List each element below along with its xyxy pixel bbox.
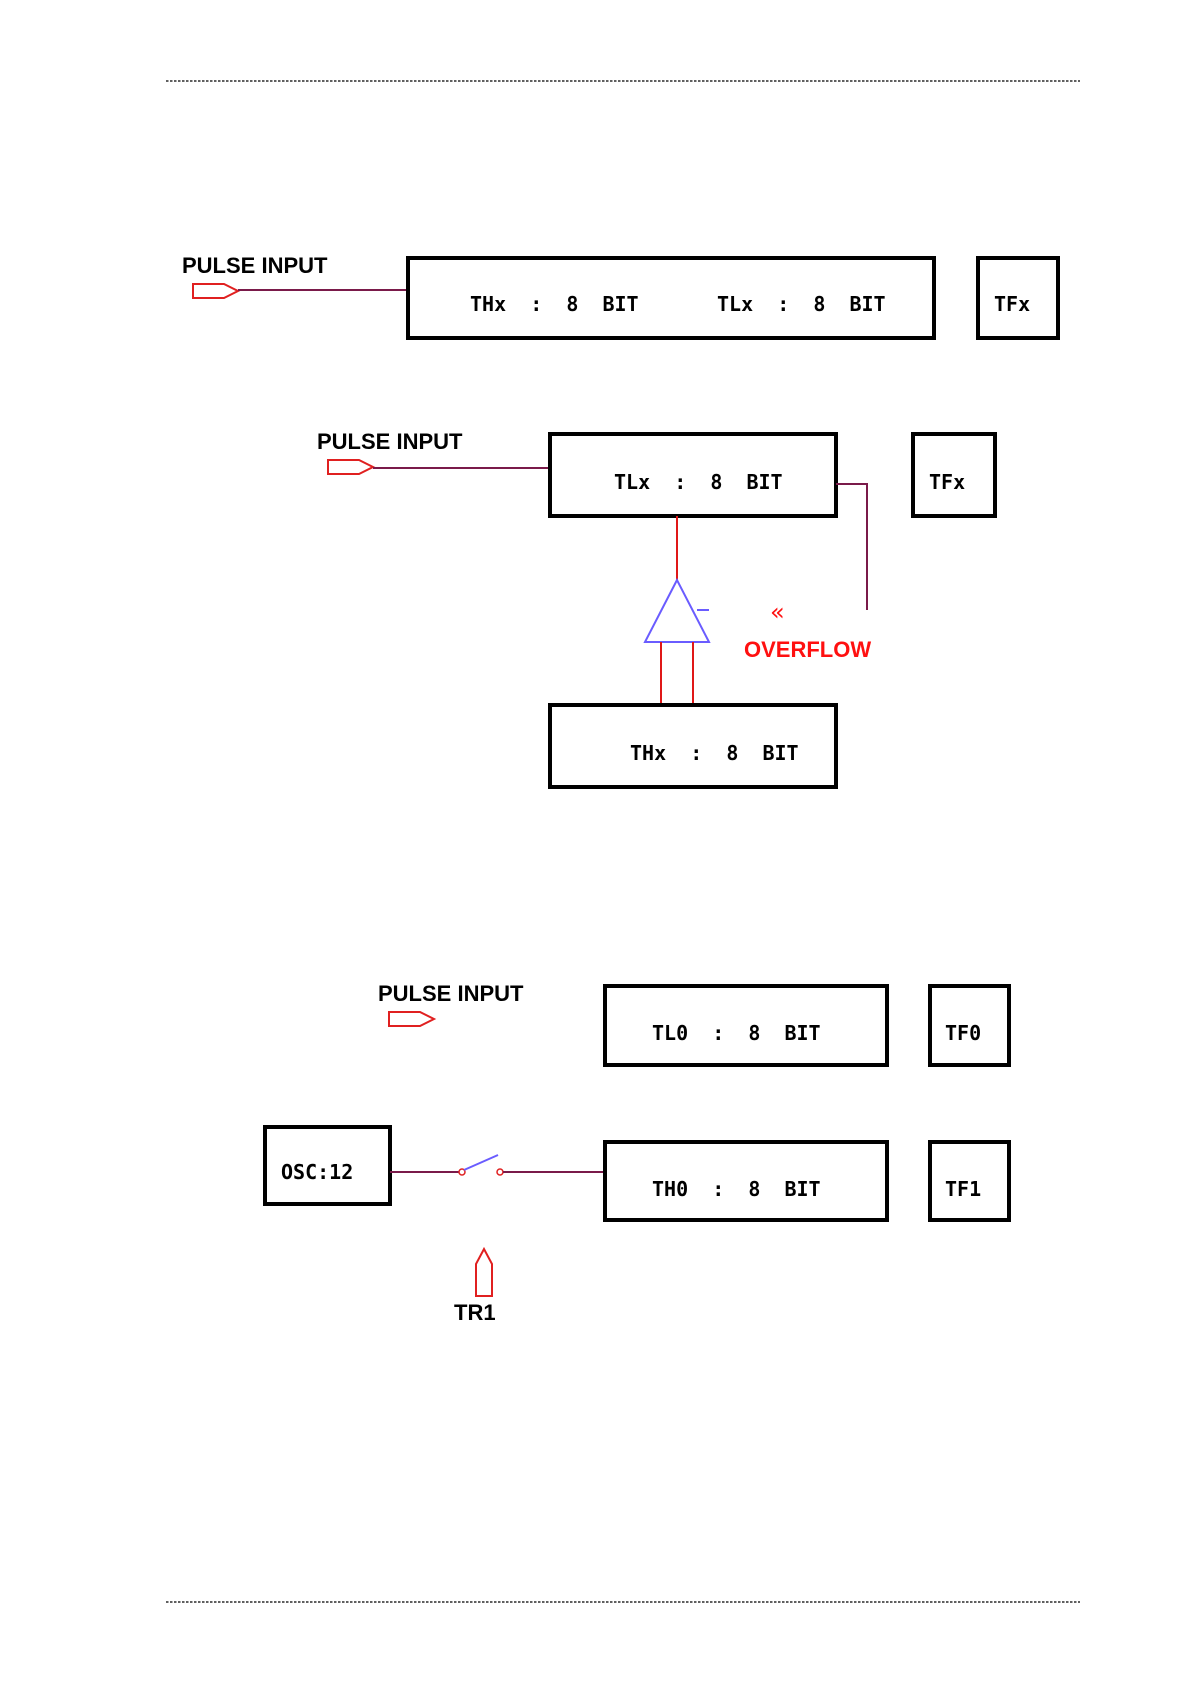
- fig2-timer-autoreload: PULSE INPUT TLx : 8 BIT TFx « OVERFLOW T…: [317, 429, 995, 787]
- fig1-timer-16bit: PULSE INPUT THx : 8 BIT TLx : 8 BIT TFx: [182, 253, 1058, 338]
- fig2-pulse-arrow-icon: [328, 460, 373, 474]
- fig2-pulse-input-label: PULSE INPUT: [317, 429, 463, 454]
- fig1-pulse-input-label: PULSE INPUT: [182, 253, 328, 278]
- fig3-tf1-label: TF1: [945, 1177, 981, 1201]
- fig3-timer-split: PULSE INPUT TL0 : 8 BIT TF0 OSC:12 TH0 :…: [265, 981, 1009, 1325]
- fig1-tl-label: TLx : 8 BIT: [717, 292, 886, 316]
- fig2-th-label: THx : 8 BIT: [630, 741, 799, 765]
- fig3-tr1-label: TR1: [454, 1300, 496, 1325]
- fig1-th-label: THx : 8 BIT: [470, 292, 639, 316]
- fig3-tl0-label: TL0 : 8 BIT: [652, 1021, 821, 1045]
- fig2-tl-label: TLx : 8 BIT: [614, 470, 783, 494]
- fig1-pulse-arrow-icon: [193, 284, 238, 298]
- fig3-th0-label: TH0 : 8 BIT: [652, 1177, 821, 1201]
- fig2-overflow-symbol: «: [770, 598, 785, 626]
- fig2-tf-label: TFx: [929, 470, 965, 494]
- fig3-tr1-arrow-icon: [476, 1249, 492, 1296]
- fig3-osc-label: OSC:12: [281, 1160, 353, 1184]
- fig2-overflow-wire: [836, 484, 867, 610]
- fig3-pulse-input-label: PULSE INPUT: [378, 981, 524, 1006]
- fig2-overflow-label: OVERFLOW: [744, 637, 871, 662]
- fig3-switch-icon: [464, 1155, 498, 1170]
- fig1-tf-label: TFx: [994, 292, 1030, 316]
- fig3-tf0-label: TF0: [945, 1021, 981, 1045]
- fig3-pulse-arrow-icon: [389, 1012, 434, 1026]
- fig3-switch-contact-right: [497, 1169, 503, 1175]
